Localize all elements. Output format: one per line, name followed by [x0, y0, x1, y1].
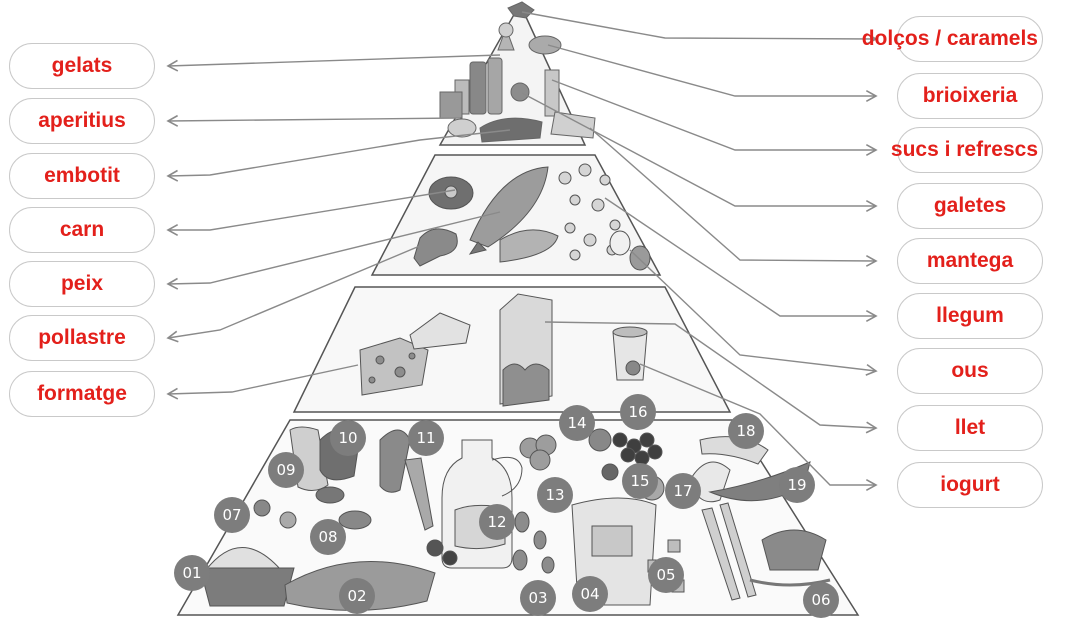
label-llegum: llegum	[897, 293, 1043, 339]
badge-08: 08	[310, 519, 346, 555]
leader-dolcos	[522, 12, 876, 39]
label-gelats: gelats	[9, 43, 155, 89]
badge-11: 11	[408, 420, 444, 456]
leader-gelats	[168, 55, 500, 66]
label-iogurt: iogurt	[897, 462, 1043, 508]
label-carn: carn	[9, 207, 155, 253]
badge-01: 01	[174, 555, 210, 591]
badge-13: 13	[537, 477, 573, 513]
label-sucs-i-refrescs: sucs i refrescs	[897, 127, 1043, 173]
label-mantega: mantega	[897, 238, 1043, 284]
label-dolcos-caramels: dolços / caramels	[897, 16, 1043, 62]
badge-18: 18	[728, 413, 764, 449]
label-brioixeria: brioixeria	[897, 73, 1043, 119]
badge-19: 19	[779, 467, 815, 503]
label-peix: peix	[9, 261, 155, 307]
badge-12: 12	[479, 504, 515, 540]
label-embotit: embotit	[9, 153, 155, 199]
badge-10: 10	[330, 420, 366, 456]
badge-17: 17	[665, 473, 701, 509]
leader-brioixeria	[548, 45, 876, 96]
leader-aperitius	[168, 118, 460, 121]
badge-05: 05	[648, 557, 684, 593]
label-pollastre: pollastre	[9, 315, 155, 361]
label-ous: ous	[897, 348, 1043, 394]
badge-09: 09	[268, 452, 304, 488]
badge-16: 16	[620, 394, 656, 430]
badge-02: 02	[339, 578, 375, 614]
badge-03: 03	[520, 580, 556, 616]
badge-06: 06	[803, 582, 839, 618]
label-galetes: galetes	[897, 183, 1043, 229]
badge-15: 15	[622, 463, 658, 499]
label-aperitius: aperitius	[9, 98, 155, 144]
label-llet: llet	[897, 405, 1043, 451]
label-formatge: formatge	[9, 371, 155, 417]
badge-07: 07	[214, 497, 250, 533]
badge-04: 04	[572, 576, 608, 612]
badge-14: 14	[559, 405, 595, 441]
